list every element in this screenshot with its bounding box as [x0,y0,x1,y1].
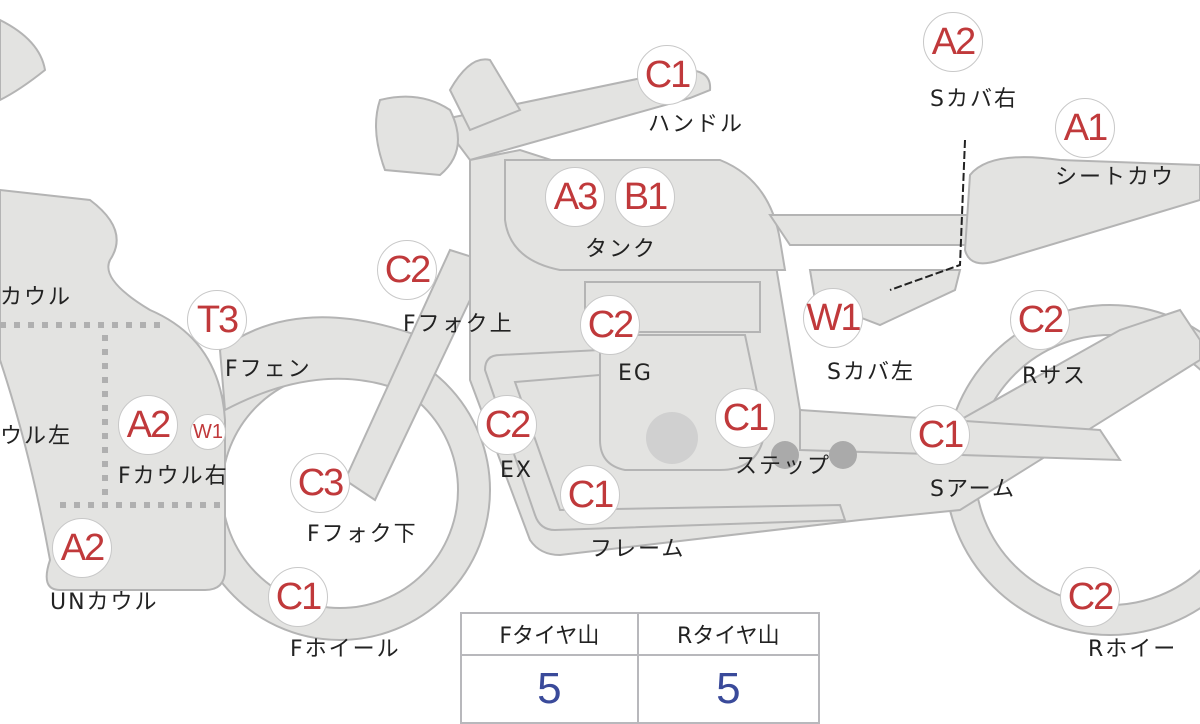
code-badge-tank-b1: B1 [615,167,675,227]
part-label-ffork-upper: Fフォク上 [403,312,514,337]
code-badge-scover-right: A2 [923,12,983,72]
code-badge-fcowl-right-w1: W1 [190,414,226,450]
tire-tread-table: Fタイヤ山 Rタイヤ山 5 5 [460,612,821,724]
part-label-scover-right: Sカバ右 [930,87,1018,112]
part-label-ffender: Fフェン [225,357,312,382]
headlight [375,95,459,177]
part-label-handle: ハンドル [648,112,745,137]
code-badge-frame: C1 [560,465,620,525]
part-label-fwheel: Fホイール [290,637,401,662]
code-badge-rsus: C2 [1010,290,1070,350]
code-badge-ffender: T3 [187,290,247,350]
seat [768,214,977,246]
part-label-rsus: Rサス [1022,364,1087,389]
code-badge-seat-cowl: A1 [1055,98,1115,158]
code-badge-exhaust: C2 [477,395,537,455]
code-badge-fwheel: C1 [268,567,328,627]
rear-tire-header: Rタイヤ山 [636,612,821,656]
headlight-top [448,58,522,132]
code-badge-ffork-upper: C2 [377,240,437,300]
code-badge-ffork-lower: C3 [290,453,350,513]
exhaust [483,348,847,532]
code-badge-step: C1 [715,388,775,448]
code-badge-rwheel: C2 [1060,567,1120,627]
part-label-engine: EG [618,361,653,386]
front-tire-header: Fタイヤ山 [460,612,639,656]
code-badge-fcowl-right: A2 [118,395,178,455]
part-label-cowl-left: ウル左 [0,424,73,449]
code-badge-scover-left: W1 [803,288,863,348]
seat-cowl [963,156,1200,265]
code-badge-handle: C1 [637,45,697,105]
part-label-rwheel: Rホイー [1088,637,1178,662]
code-badge-under-cowl: A2 [52,518,112,578]
windscreen [0,18,47,102]
front-tire-value: 5 [460,654,639,724]
part-label-exhaust: EX [500,458,533,483]
part-label-ffork-lower: Fフォク下 [307,522,418,547]
rear-tire-value: 5 [636,654,821,724]
part-label-under-cowl: UNカウル [50,590,159,615]
code-badge-engine: C2 [580,295,640,355]
code-badge-swing-arm: C1 [910,405,970,465]
part-label-swing-arm: Sアーム [930,477,1016,502]
part-label-frame: フレーム [590,537,686,562]
part-label-seat-cowl: シートカウ [1055,165,1176,190]
part-label-cowl: カウル [0,285,73,310]
code-badge-tank-a3: A3 [545,167,605,227]
part-label-step: ステップ [735,454,832,479]
part-label-fcowl-right: Fカウル右 [118,464,229,489]
front-cowl [0,188,226,591]
part-label-scover-left: Sカバ左 [827,360,915,385]
part-label-tank: タンク [585,237,658,262]
